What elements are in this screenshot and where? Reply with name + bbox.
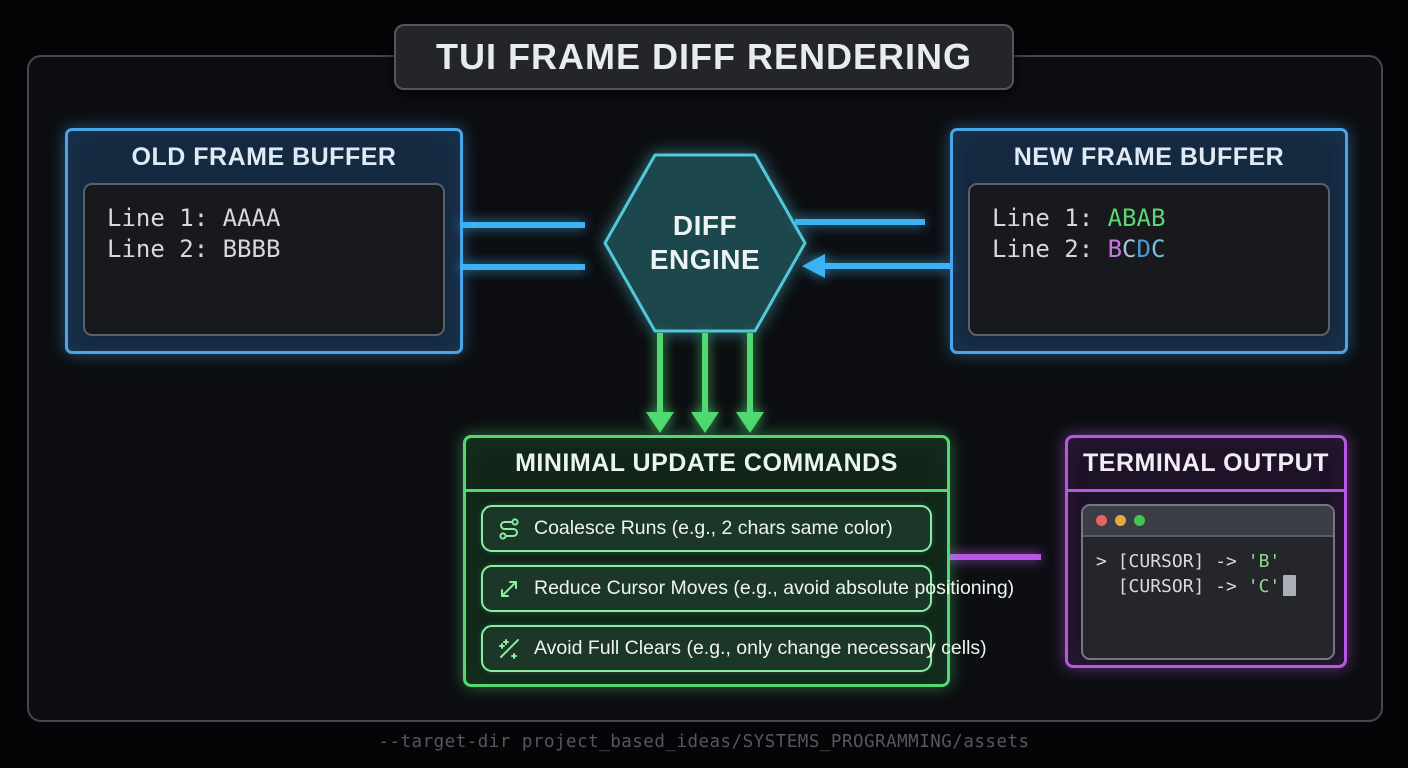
arrow-engine-to-commands-1 [657,333,663,412]
arrow-engine-to-commands-2 [702,333,708,412]
buffer-char: C [1122,235,1137,263]
command-item-reduce-cursor-moves: Reduce Cursor Moves (e.g., avoid absolut… [481,565,1014,612]
diff-engine-label-line1: DIFF [672,210,738,241]
route-icon [499,517,519,540]
prompt [1096,576,1118,597]
terminal-output-panel: TERMINAL OUTPUT > [CURSOR] -> 'B' [CURSO… [1065,435,1347,668]
old-frame-buffer-panel: OLD FRAME BUFFER Line 1: AAAA Line 2: BB… [65,128,463,354]
command-item-avoid-full-clears: Avoid Full Clears (e.g., only change nec… [481,625,987,672]
arrow-old-to-engine-top [460,222,585,228]
traffic-light-red [1096,515,1107,526]
arrow-engine-to-new [795,219,925,225]
buffer-line: Line 2: BBBB [107,235,281,263]
buffer-line: Line 1: AAAA [107,204,281,232]
terminal-window: > [CURSOR] -> 'B' [CURSOR] -> 'C' [1081,504,1335,660]
diff-engine-label: DIFF ENGINE [595,145,815,341]
terminal-line: > [CURSOR] -> 'B' [1096,549,1333,574]
terminal-value: 'C' [1247,576,1281,597]
diff-engine-hexagon: DIFF ENGINE [595,145,815,341]
terminal-body: > [CURSOR] -> 'B' [CURSOR] -> 'C' [1083,537,1333,599]
wand-sparkles-icon [499,638,519,659]
buffer-char: C [1150,235,1166,263]
command-item-coalesce-runs: Coalesce Runs (e.g., 2 chars same color) [481,505,932,552]
diff-engine-label-line2: ENGINE [649,244,761,275]
new-frame-buffer-title: NEW FRAME BUFFER [1013,143,1285,171]
buffer-line-label: Line 1: [992,204,1108,232]
hexagon-shape [603,153,807,333]
buffer-line-label: Line 2: [992,235,1108,263]
new-frame-buffer-panel: NEW FRAME BUFFER Line 1: ABAB Line 2: BC… [950,128,1348,354]
move-diagonal-icon [501,580,517,597]
arrow-engine-to-commands-3 [747,333,753,412]
footer-caption: --target-dir project_based_ideas/SYSTEMS… [378,732,1030,752]
block-cursor [1283,575,1297,596]
traffic-light-green [1134,515,1145,526]
terminal-title: TERMINAL OUTPUT [1068,438,1344,492]
old-frame-buffer-title: OLD FRAME BUFFER [131,143,397,171]
terminal-titlebar [1083,506,1333,537]
commands-title: MINIMAL UPDATE COMMANDS [466,438,947,492]
command-item-label: Avoid Full Clears (e.g., only change nec… [534,637,987,659]
buffer-line-value: ABAB [1107,204,1166,232]
terminal-line: [CURSOR] -> 'C' [1096,574,1333,599]
prompt: > [1096,551,1118,572]
new-buffer-screen: Line 1: ABAB Line 2: BCDC [968,183,1330,336]
buffer-line: Line 1: ABAB [992,203,1328,234]
buffer-char: B [1107,235,1123,263]
title-badge: TUI FRAME DIFF RENDERING [394,24,1014,90]
arrow-new-to-engine [825,263,950,269]
buffer-line: Line 2: BCDC [992,234,1328,265]
traffic-light-yellow [1115,515,1126,526]
terminal-command: [CURSOR] -> [1117,551,1248,572]
old-buffer-screen: Line 1: AAAA Line 2: BBBB [83,183,445,336]
minimal-update-commands-panel: MINIMAL UPDATE COMMANDS Coalesce Runs (e… [463,435,1014,687]
command-item-label: Coalesce Runs (e.g., 2 chars same color) [534,517,893,539]
buffer-char: D [1136,235,1151,263]
page-title: TUI FRAME DIFF RENDERING [436,36,972,77]
arrow-commands-to-terminal [947,554,1041,560]
arrow-old-to-engine-bottom [460,264,585,270]
command-item-label: Reduce Cursor Moves (e.g., avoid absolut… [534,577,1015,599]
terminal-command: [CURSOR] -> [1117,576,1248,597]
terminal-value: 'B' [1247,551,1281,572]
commands-list: Coalesce Runs (e.g., 2 chars same color)… [466,492,1014,672]
